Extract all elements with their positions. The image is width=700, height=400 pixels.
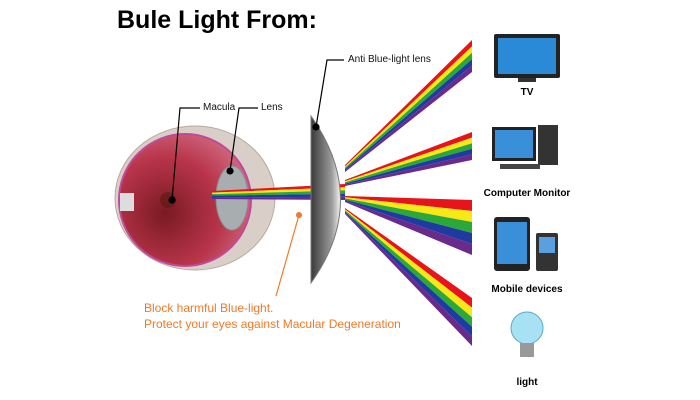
beam-2-stripe xyxy=(345,148,472,185)
message-line-2: Protect your eyes against Macular Degene… xyxy=(144,317,401,331)
beam-2-stripe xyxy=(345,132,472,182)
beam-3-stripe xyxy=(345,200,472,255)
message-line-1: Block harmful Blue-light. xyxy=(144,301,274,315)
beam-1-stripe xyxy=(345,59,472,171)
light-beams xyxy=(212,40,472,346)
beam-4-stripe xyxy=(345,210,472,327)
beam-4-stripe xyxy=(345,211,472,337)
anti-blue-light-lens xyxy=(310,114,341,285)
beam-2-stripe xyxy=(345,154,472,186)
tv-icon xyxy=(494,34,560,82)
beam-1-stripe xyxy=(345,52,472,170)
device-label-light: light xyxy=(516,377,538,388)
beam-3-stripe xyxy=(345,197,472,222)
beam-1-stripe xyxy=(345,46,472,168)
beam-1-stripe xyxy=(345,65,472,172)
beam-4-stripe xyxy=(345,209,472,318)
beam-2-stripe xyxy=(345,143,472,184)
eyeball xyxy=(114,125,276,271)
beam-3-stripe xyxy=(345,199,472,244)
page-title: Bule Light From: xyxy=(117,6,317,34)
mobile-devices-icon xyxy=(494,217,558,271)
beam-3-stripe xyxy=(345,198,472,233)
device-label-mobile: Mobile devices xyxy=(491,284,563,295)
lens-label: Lens xyxy=(261,102,283,113)
beam-3-stripe xyxy=(345,196,472,211)
anti-blue-light-lens-label: Anti Blue-light lens xyxy=(348,54,431,65)
beam-4-stripe xyxy=(345,212,472,346)
optic-nerve xyxy=(120,193,134,211)
macula-label: Macula xyxy=(203,102,236,113)
device-label-computer: Computer Monitor xyxy=(483,188,571,199)
device-label-tv: TV xyxy=(520,87,534,98)
light-bulb-icon xyxy=(510,311,544,357)
beam-2-stripe xyxy=(345,137,472,183)
beam-4-stripe xyxy=(345,208,472,308)
beam-1-stripe xyxy=(345,40,472,167)
callout-lines xyxy=(168,59,344,297)
computer-icon xyxy=(492,125,558,169)
